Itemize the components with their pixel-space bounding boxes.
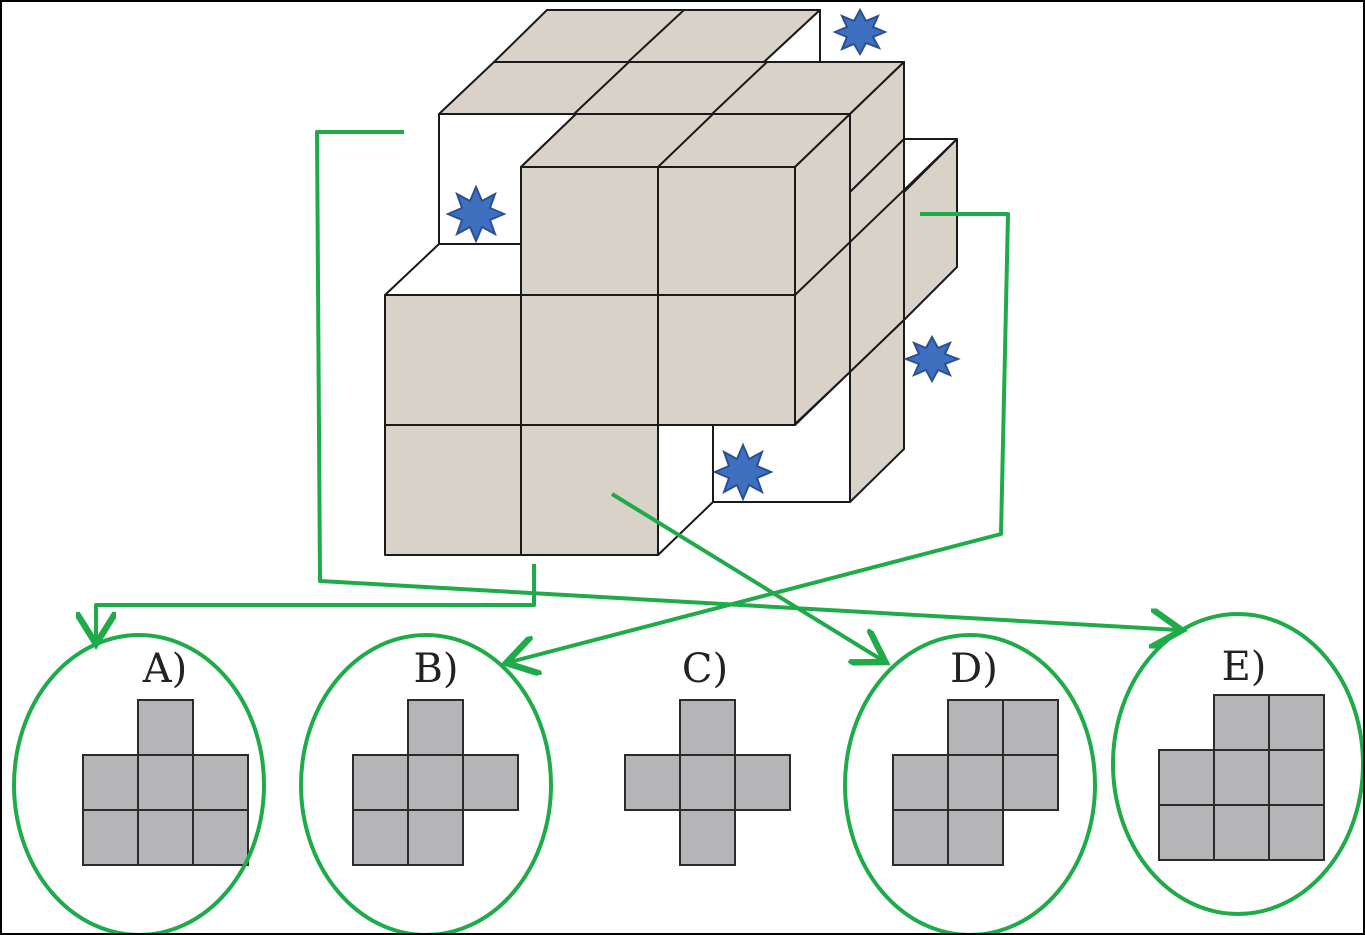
starburst-markers xyxy=(445,7,961,502)
cube-step-top xyxy=(384,243,522,296)
cube-top-main xyxy=(438,61,905,115)
cube-front-top-left xyxy=(520,166,659,296)
tile xyxy=(407,699,464,756)
highlight-ellipse-a xyxy=(12,633,266,933)
tile xyxy=(1158,749,1215,806)
tile xyxy=(947,809,1004,866)
tile xyxy=(352,809,409,866)
option-d-shape[interactable] xyxy=(892,699,1059,866)
tile xyxy=(192,809,249,866)
tile xyxy=(1268,694,1325,751)
highlight-ellipse-b xyxy=(299,633,553,933)
tile xyxy=(734,754,791,811)
option-b-shape[interactable] xyxy=(352,699,519,866)
cube-bot-1 xyxy=(384,424,522,556)
tile xyxy=(407,754,464,811)
option-label-d: D) xyxy=(950,646,998,692)
starburst-icon xyxy=(903,334,961,384)
option-label-b: B) xyxy=(414,646,459,692)
starburst-icon xyxy=(712,442,774,502)
tile xyxy=(947,699,1004,756)
tile xyxy=(1268,804,1325,861)
tile xyxy=(352,754,409,811)
tile xyxy=(1002,699,1059,756)
starburst-icon xyxy=(832,7,888,57)
tile xyxy=(679,809,736,866)
cube-bot-2 xyxy=(520,424,659,556)
option-e-shape[interactable] xyxy=(1158,694,1325,861)
arrow-to-option-e xyxy=(315,130,1178,630)
tile xyxy=(892,809,949,866)
tile xyxy=(1158,804,1215,861)
option-label-e: E) xyxy=(1222,644,1267,690)
connector-arrows xyxy=(96,130,1178,662)
tile xyxy=(1213,694,1270,751)
arrow-to-option-a xyxy=(96,564,536,640)
tile xyxy=(1213,749,1270,806)
highlight-ellipse-e xyxy=(1111,612,1363,916)
highlight-ellipse-d xyxy=(843,633,1097,933)
tile xyxy=(679,699,736,756)
tile xyxy=(679,754,736,811)
tile xyxy=(192,754,249,811)
tile xyxy=(137,809,194,866)
cube-front-top-right xyxy=(657,166,796,296)
tile xyxy=(82,809,139,866)
tile xyxy=(1002,754,1059,811)
starburst-icon xyxy=(445,184,507,244)
tile xyxy=(137,754,194,811)
arrow-to-option-b xyxy=(510,212,1010,662)
tile xyxy=(82,754,139,811)
option-label-c: C) xyxy=(682,646,728,692)
tile xyxy=(137,699,194,756)
tile xyxy=(1213,804,1270,861)
cube-mid-2 xyxy=(520,294,659,426)
tile xyxy=(1268,749,1325,806)
cube-mid-3 xyxy=(657,294,796,426)
cube-structure xyxy=(384,9,958,556)
cube-mid-1 xyxy=(384,294,522,426)
option-labels: A) B) C) D) E) xyxy=(142,644,1267,692)
tile xyxy=(892,754,949,811)
cube-lower-cavity-floor xyxy=(657,424,714,556)
option-label-a: A) xyxy=(142,646,188,692)
tile xyxy=(947,754,1004,811)
tile xyxy=(462,754,519,811)
option-c-shape[interactable] xyxy=(624,699,791,866)
tile xyxy=(624,754,681,811)
arrow-to-option-d xyxy=(610,492,882,660)
option-a-shape[interactable] xyxy=(82,699,249,866)
tile xyxy=(407,809,464,866)
